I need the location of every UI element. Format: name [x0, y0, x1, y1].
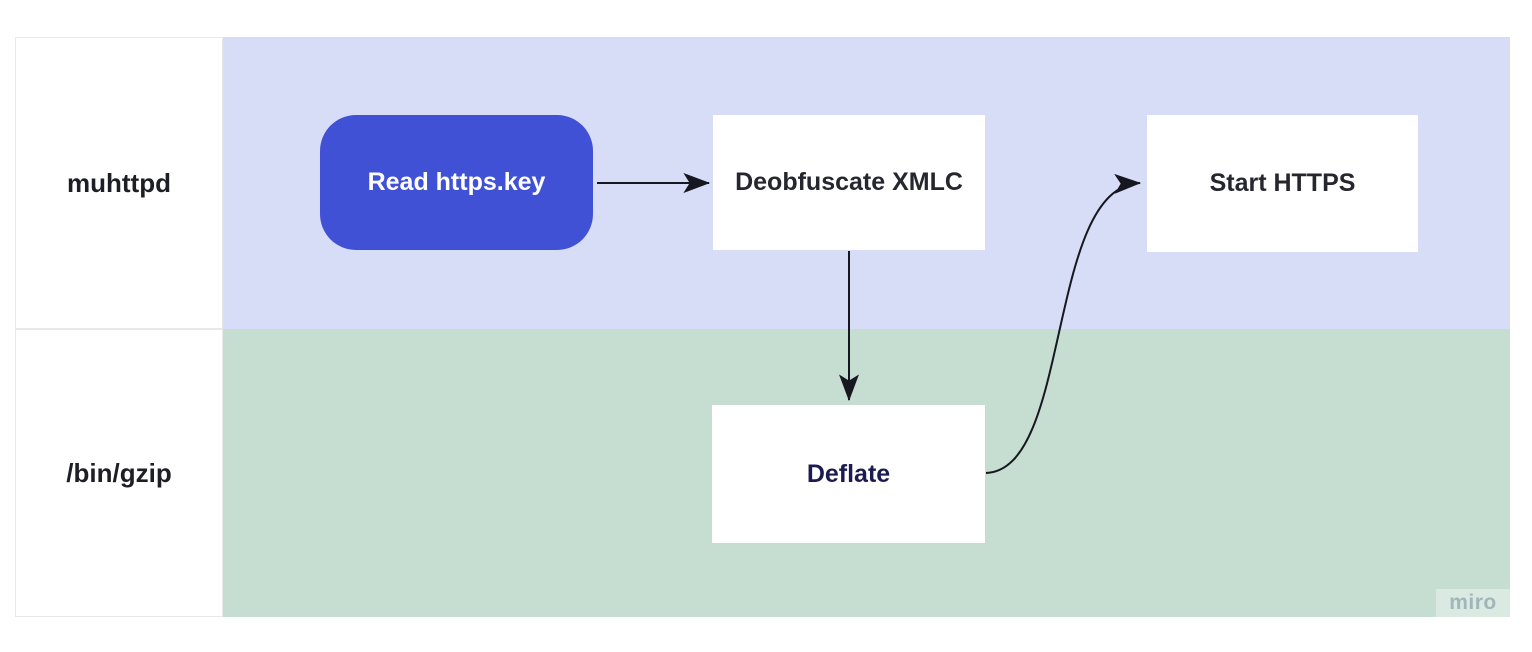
node-read-https-key[interactable]: Read https.key: [320, 115, 593, 250]
node-label-read-https-key: Read https.key: [367, 168, 546, 196]
node-label-start-https: Start HTTPS: [1209, 169, 1356, 197]
lane-header-muhttpd[interactable]: muhttpd: [15, 37, 223, 329]
miro-watermark-text: miro: [1449, 591, 1497, 614]
edges-layer: [597, 173, 1142, 474]
lane-label-muhttpd: muhttpd: [67, 167, 171, 198]
lane-header-bin-gzip[interactable]: /bin/gzip: [15, 329, 223, 617]
node-deobfuscate-xmlc[interactable]: Deobfuscate XMLC: [713, 115, 985, 250]
node-start-https[interactable]: Start HTTPS: [1147, 115, 1418, 252]
node-label-deflate: Deflate: [806, 459, 891, 488]
swimlane-diagram: muhttpd /bin/gzip Read https.key Deobfus…: [15, 37, 1510, 617]
node-label-deobfuscate-xmlc: Deobfuscate XMLC: [735, 168, 963, 196]
edge-deflate-to-start-https[interactable]: [985, 173, 1142, 474]
miro-watermark: miro: [1436, 589, 1510, 617]
lane-label-bin-gzip: /bin/gzip: [66, 457, 172, 488]
node-deflate[interactable]: Deflate: [712, 405, 985, 543]
